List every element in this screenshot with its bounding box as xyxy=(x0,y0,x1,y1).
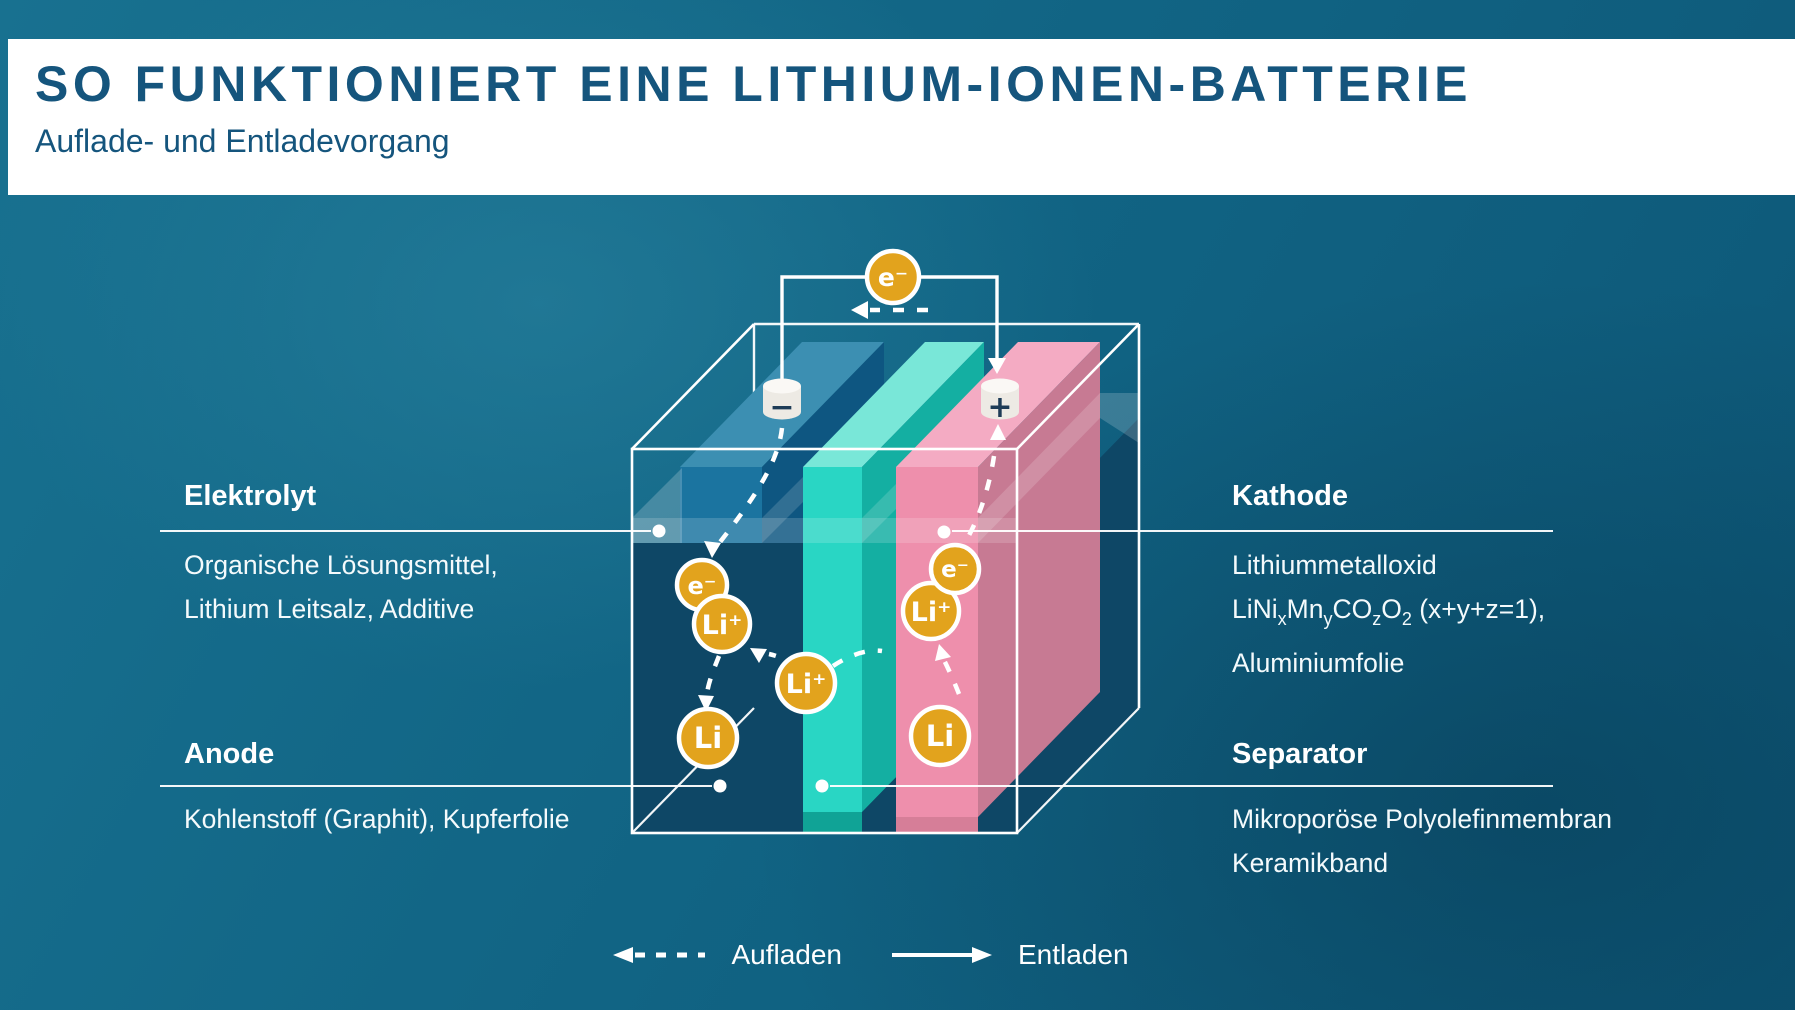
separator-line2: Keramikband xyxy=(1232,848,1389,878)
anode-line1: Kohlenstoff (Graphit), Kupferfolie xyxy=(184,804,570,834)
li-cathode-circle xyxy=(908,704,972,768)
box-top-right-diagonal xyxy=(1016,323,1140,450)
top-charge-arrowhead xyxy=(851,301,868,319)
separator-line1: Mikroporöse Polyolefinmembran xyxy=(1232,804,1612,834)
li-anode-circle xyxy=(676,706,740,770)
separator-description: Mikroporöse Polyolefinmembran Keramikban… xyxy=(1232,797,1612,885)
liion-cathode-circle xyxy=(900,580,962,642)
negative-terminal-symbol: − xyxy=(769,390,794,425)
li-anode-label: Li xyxy=(694,721,722,755)
title-banner: SO FUNKTIONIERT EINE LITHIUM-IONEN-BATTE… xyxy=(8,39,1795,195)
kathode-callout-dot xyxy=(937,525,951,539)
elektrolyt-description: Organische Lösungsmittel, Lithium Leitsa… xyxy=(184,543,498,631)
separator-slab-top-face xyxy=(803,342,984,467)
kathode-heading: Kathode xyxy=(1232,480,1348,512)
box-bottom-right-diagonal xyxy=(1016,707,1140,834)
liion-center-circle xyxy=(774,651,838,715)
kathode-line1: Lithiummetalloxid xyxy=(1232,550,1437,580)
legend: Aufladen Entladen xyxy=(560,933,1180,977)
dash-center-to-cathode xyxy=(831,648,883,668)
liion-cathode-label: Li⁺ xyxy=(911,597,952,628)
electron-top-circle xyxy=(864,248,922,306)
positive-terminal-symbol: + xyxy=(987,390,1012,425)
kathode-line3: Aluminiumfolie xyxy=(1232,648,1405,678)
negative-terminal-bottom xyxy=(763,404,801,420)
cathode-slab-reflection xyxy=(896,817,978,833)
discharge-arrow-icon xyxy=(892,947,992,963)
electrolyte-stripe-blue-side xyxy=(762,477,803,543)
positive-terminal-top xyxy=(981,378,1019,394)
kathode-description: Lithiummetalloxid LiNixMnyCOzO2 (x+y+z=1… xyxy=(1232,543,1545,685)
electrolyte-stripe-pink-side xyxy=(978,393,1100,543)
electron-cathode-label: e⁻ xyxy=(941,557,969,583)
elektrolyt-line2: Lithium Leitsalz, Additive xyxy=(184,594,475,624)
legend-charge-label: Aufladen xyxy=(731,939,842,970)
page-subtitle: Auflade- und Entladevorgang xyxy=(35,123,450,159)
electron-cathode-circle xyxy=(928,542,982,596)
box-front-face xyxy=(630,447,1019,835)
anode-callout-dot xyxy=(713,779,727,793)
particle-labels: e⁻ e⁻ Li⁺ Li Li⁺ Li⁺ e⁻ Li xyxy=(688,263,969,755)
charge-arrows xyxy=(704,307,997,695)
charge-arrow-icon xyxy=(613,947,706,963)
box-top-left-diagonal xyxy=(631,323,755,450)
anode-description: Kohlenstoff (Graphit), Kupferfolie xyxy=(184,797,569,841)
wireframe-front xyxy=(630,323,1141,835)
page-title: SO FUNKTIONIERT EINE LITHIUM-IONEN-BATTE… xyxy=(35,56,1472,112)
electron-anode-label: e⁻ xyxy=(688,572,717,600)
positive-terminal: + xyxy=(981,378,1019,425)
dash-liion-to-li-anode xyxy=(704,655,722,695)
electron-top-label: e⁻ xyxy=(878,263,908,292)
separator-heading: Separator xyxy=(1232,738,1368,770)
callout-lines xyxy=(160,530,1553,787)
electrolyte-right-notch xyxy=(1100,393,1139,443)
liion-anode-label: Li⁺ xyxy=(702,610,743,641)
electrolyte-layer xyxy=(632,393,1139,543)
legend-discharge-label: Entladen xyxy=(1018,939,1129,970)
callout-dots xyxy=(652,524,951,793)
anode-heading: Anode xyxy=(184,738,275,770)
electrolyte-stripe-teal-side xyxy=(862,484,896,543)
negative-terminal-top xyxy=(763,378,801,394)
positive-terminal-bottom xyxy=(981,404,1019,420)
circuit-wire-arrowhead xyxy=(988,358,1006,374)
elektrolyt-callout-dot xyxy=(652,524,666,538)
elektrolyt-line1: Organische Lösungsmittel, xyxy=(184,550,498,580)
arrowhead-to-electron xyxy=(704,541,721,558)
separator-slab-reflection xyxy=(803,812,862,833)
negative-terminal: − xyxy=(763,378,801,425)
li-cathode-label: Li xyxy=(926,719,954,753)
charge-arrowheads xyxy=(698,301,1006,712)
particles xyxy=(674,248,982,770)
kathode-formula: LiNixMnyCOzO2 (x+y+z=1), xyxy=(1232,594,1546,629)
arrowhead-to-cathode-liion xyxy=(935,644,951,661)
electrolyte-left-wall xyxy=(632,468,682,543)
separator-slab-front-face xyxy=(803,467,862,812)
arrowhead-to-plus xyxy=(990,424,1006,440)
cathode-slab-side-face xyxy=(978,342,1100,817)
separator-callout-dot xyxy=(815,779,829,793)
arrowhead-to-anode-liion xyxy=(750,648,767,663)
dash-plus-down xyxy=(959,455,997,551)
dash-cathode-up xyxy=(941,658,962,695)
elektrolyt-heading: Elektrolyt xyxy=(184,480,317,512)
liion-anode-circle xyxy=(691,593,753,655)
liion-center-label: Li⁺ xyxy=(786,669,827,700)
arrowhead-to-li xyxy=(698,695,714,712)
